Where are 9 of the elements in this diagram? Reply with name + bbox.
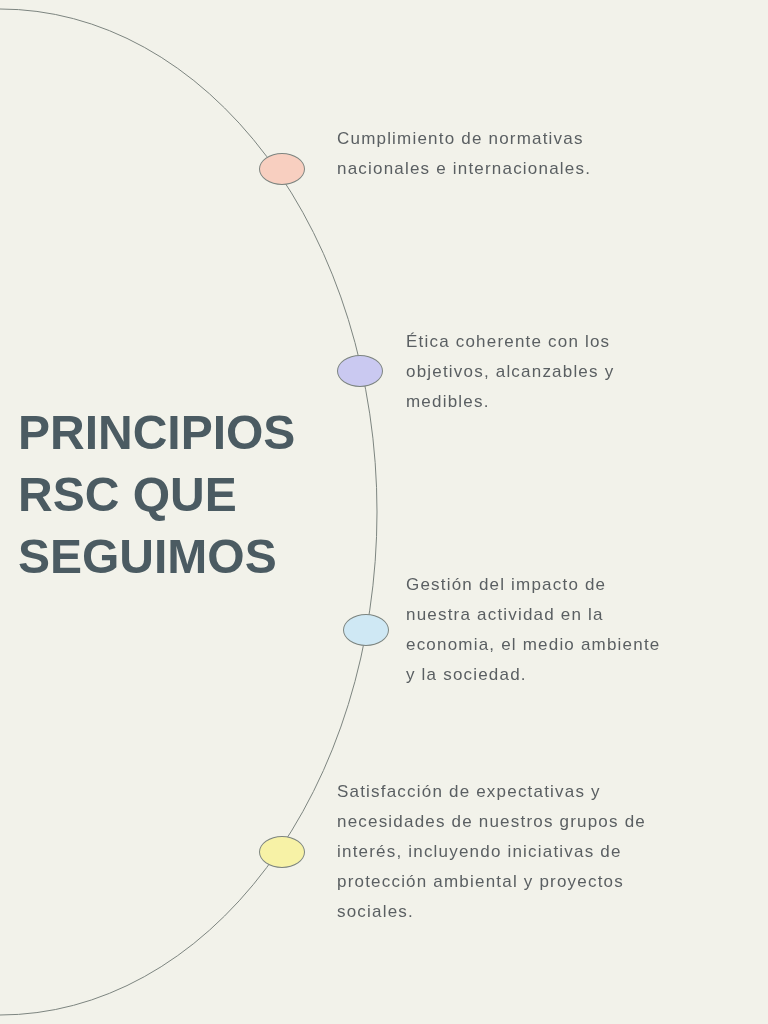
description-text: Cumplimiento de normativas nacionales e internacionales. (337, 128, 593, 180)
circle-marker (343, 614, 389, 646)
description-text: Ética coherente con los objetivos, alcanzables y medibles. (406, 331, 616, 413)
title: PRINCIPIOS RSC QUE SEGUIMOS (18, 405, 297, 585)
circle-marker (259, 153, 305, 185)
description-text: Gestión del impacto de nuestra actividad en la economia, el medio ambiente y la sociedad. (406, 574, 662, 686)
description-text: Satisfacción de expectativas y necesidades de nuestros grupos de interés, incluyendo iniciativas de protección ambiental y proyectos sociales. (337, 781, 647, 923)
circle-marker (259, 836, 305, 868)
circle-marker (337, 355, 383, 387)
